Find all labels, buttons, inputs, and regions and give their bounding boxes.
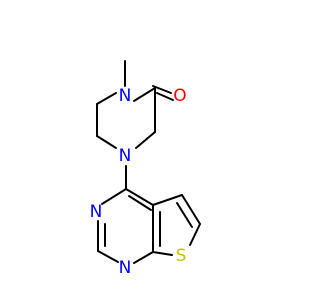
bond-c4a-c5t <box>152 194 183 206</box>
bond-c4-c4a-a <box>125 188 154 206</box>
molecule-canvas: O N N N N S <box>90 60 201 278</box>
atom-o: O <box>173 86 186 106</box>
atom-n-piperazine: N <box>119 146 132 166</box>
bond-c2-o-b <box>156 92 174 101</box>
bond-c2-o-a <box>152 85 172 94</box>
atom-labels: O N N N N S <box>90 86 187 278</box>
bond-n3-c4 <box>101 188 127 205</box>
bond-n1-c2 <box>133 87 156 102</box>
bond-c5t-c6t-a <box>181 194 201 225</box>
bond-n4-c5 <box>96 135 117 149</box>
structure-diagram: O N N N N S <box>90 60 201 278</box>
atom-n-pyrimidine-1: N <box>119 258 132 278</box>
atom-n-pyrimidine-3: N <box>90 202 103 222</box>
atom-s: S <box>176 246 187 266</box>
bond-n1-c2p <box>97 250 119 263</box>
bond-c4-c4a-b <box>128 195 152 211</box>
bond-c7a-n1 <box>133 251 154 264</box>
bond-s-c7a <box>152 251 173 256</box>
bond-lines <box>96 60 201 264</box>
bond-c6t-s <box>189 223 201 246</box>
atom-n-methyl: N <box>119 86 132 106</box>
bond-c5t-c6t-b <box>176 202 193 228</box>
bond-c6-n1 <box>96 92 117 105</box>
bond-c3-n4 <box>135 131 156 149</box>
